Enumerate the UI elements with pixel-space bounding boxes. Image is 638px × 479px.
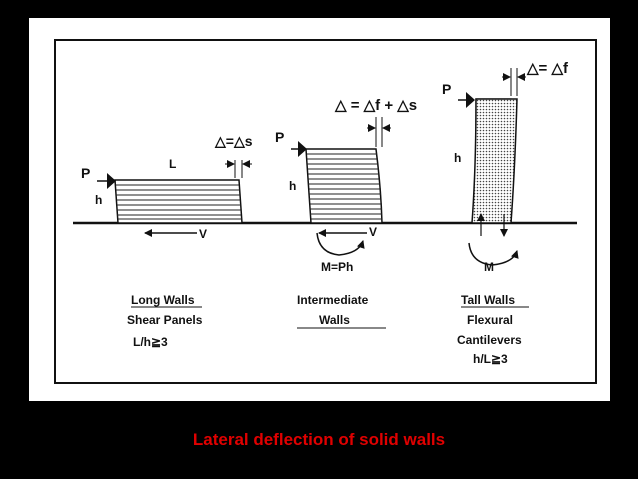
intermediate-delta-label: △ = △f + △s bbox=[334, 97, 417, 114]
tall-load-arrowhead bbox=[466, 92, 475, 108]
tall-moment-label: M bbox=[484, 260, 494, 274]
tall-ratio: h/L≧3 bbox=[473, 352, 508, 366]
long-shear-label: V bbox=[199, 227, 207, 241]
slide-caption: Lateral deflection of solid walls bbox=[192, 430, 446, 449]
intermediate-height-label: h bbox=[289, 179, 296, 193]
long-title-line2: Shear Panels bbox=[127, 313, 203, 327]
intermediate-wall-hatching bbox=[307, 153, 382, 220]
long-title-line1: Long Walls bbox=[131, 293, 195, 307]
figure-panel: △=△s P h L V Long Walls Shear Panels L/h… bbox=[29, 18, 610, 401]
long-length-label: L bbox=[169, 157, 176, 171]
tall-wall-deflected bbox=[471, 98, 518, 224]
long-wall-hatching bbox=[116, 184, 242, 220]
intermediate-shear-label: V bbox=[369, 225, 377, 239]
wall-deflection-diagram: △=△s P h L V Long Walls Shear Panels L/h… bbox=[54, 39, 597, 384]
intermediate-wall-outline bbox=[305, 148, 383, 224]
intermediate-title-line2: Walls bbox=[319, 313, 350, 327]
intermediate-moment-label: M=Ph bbox=[321, 260, 353, 274]
intermediate-wall-group: △ = △f + △s P h V M=Ph Intermediate Wall… bbox=[275, 97, 417, 329]
tall-load-label: P bbox=[442, 81, 451, 97]
long-load-arrowhead bbox=[107, 173, 116, 189]
intermediate-load-label: P bbox=[275, 129, 284, 145]
intermediate-load-arrowhead bbox=[298, 141, 307, 157]
long-load-label: P bbox=[81, 165, 90, 181]
long-delta-label: △=△s bbox=[214, 133, 253, 149]
tall-title-line3: Cantilevers bbox=[457, 333, 522, 347]
tall-title-line2: Flexural bbox=[467, 313, 513, 327]
figure-frame bbox=[54, 39, 597, 384]
long-ratio: L/h≧3 bbox=[133, 335, 168, 349]
tall-delta-label: △= △f bbox=[526, 60, 569, 77]
tall-title-line1: Tall Walls bbox=[461, 293, 515, 307]
long-wall-group: △=△s P h L V Long Walls Shear Panels L/h… bbox=[81, 133, 253, 349]
intermediate-title-line1: Intermediate bbox=[297, 293, 369, 307]
intermediate-moment-arrow bbox=[316, 232, 365, 256]
tall-height-label: h bbox=[454, 151, 461, 165]
tall-wall-group: △= △f P h M Tall Walls Flexural Cantilev… bbox=[442, 60, 569, 366]
long-height-label: h bbox=[95, 193, 102, 207]
long-wall-outline bbox=[114, 179, 243, 224]
tall-moment-arrow bbox=[468, 242, 519, 266]
